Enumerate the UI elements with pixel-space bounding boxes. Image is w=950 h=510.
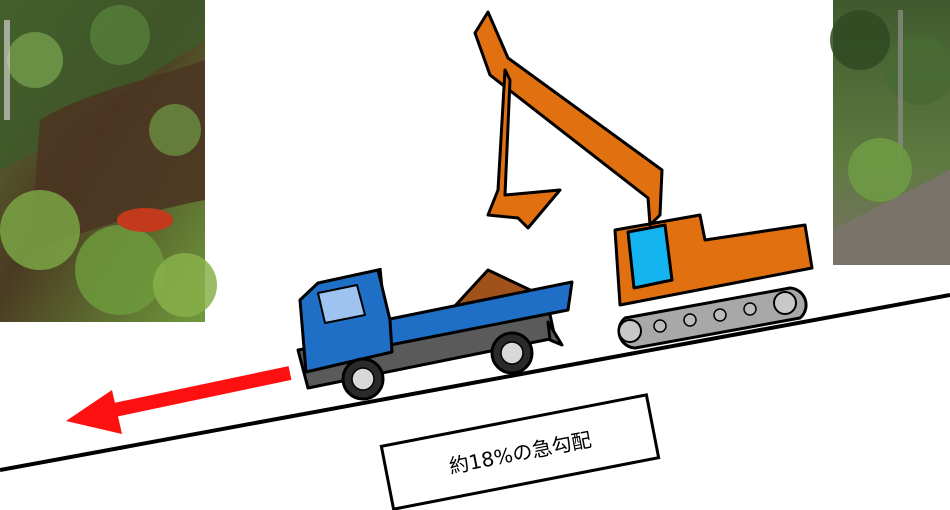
forest-road-photo-icon — [830, 0, 950, 265]
excavator-icon — [473, 10, 814, 350]
ground-slope-line — [0, 293, 950, 472]
downhill-arrow-icon — [66, 366, 292, 434]
steep-slope-photo-icon — [0, 0, 217, 322]
dump-truck-icon — [296, 267, 574, 401]
slope-label-box: 約18%の急勾配 — [379, 393, 661, 510]
